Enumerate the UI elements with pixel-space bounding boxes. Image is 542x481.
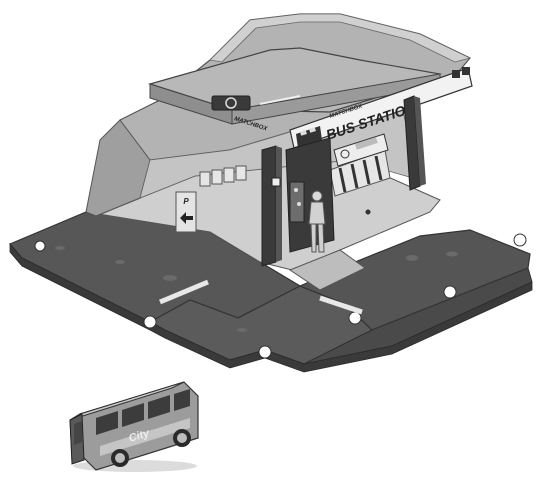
bus-sign-icon	[296, 126, 322, 148]
tile-connector	[348, 311, 362, 325]
ticket-panel	[333, 133, 389, 167]
tile-connector	[143, 315, 157, 329]
bus-wheels	[111, 429, 191, 467]
bus-windows	[74, 389, 190, 445]
parking-icon	[452, 70, 460, 78]
lane-marking	[319, 295, 363, 315]
roof-emblem	[211, 95, 251, 111]
toy-bus: City	[69, 381, 199, 472]
map-panel	[289, 181, 305, 223]
tile-connector	[34, 240, 46, 252]
wall-sign-letter: P	[183, 197, 189, 206]
info-icon	[271, 177, 281, 187]
arrow-left-icon	[180, 212, 193, 224]
pillars	[261, 95, 426, 267]
wheelchair-icon	[462, 67, 470, 75]
road-tile-edge	[9, 242, 533, 373]
lane-marking	[159, 279, 209, 305]
road-tiles	[9, 197, 533, 373]
direction-sign: P	[175, 191, 197, 233]
recycle-icon	[225, 97, 237, 109]
bench-seats	[199, 165, 247, 187]
tile-connector	[258, 345, 272, 359]
ramp	[288, 249, 366, 291]
tile-connector	[513, 233, 527, 247]
tile-connector	[443, 285, 457, 299]
sign-board	[289, 67, 473, 149]
passenger-figure	[308, 190, 326, 253]
pillar-left	[261, 145, 277, 267]
canopy-roof: MATCHBOX	[147, 47, 442, 133]
